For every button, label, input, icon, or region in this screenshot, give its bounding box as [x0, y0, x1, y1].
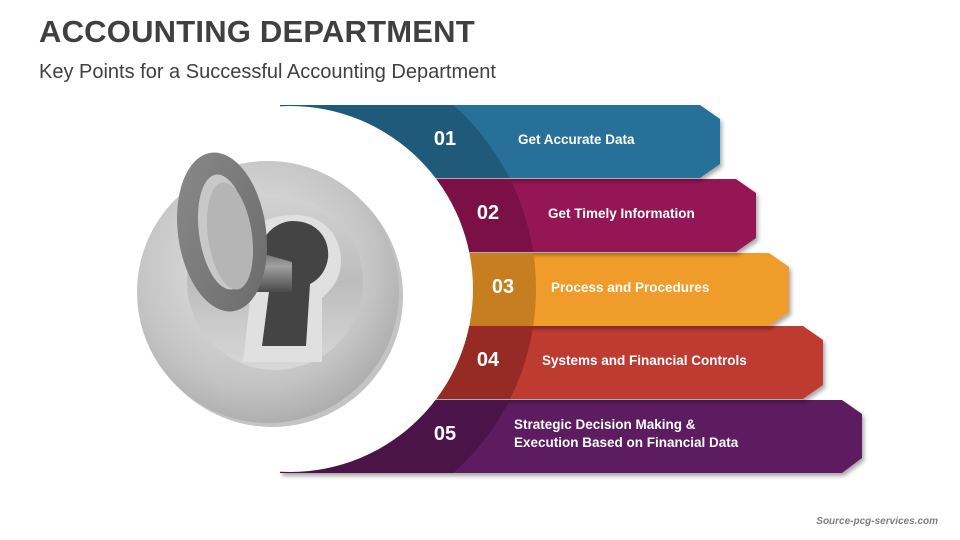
page-subtitle: Key Points for a Successful Accounting D… — [39, 61, 496, 83]
step-label-05-line1: Strategic Decision Making & — [514, 417, 696, 432]
step-number-05: 05 — [433, 423, 457, 445]
key-in-keyhole-icon — [137, 152, 403, 427]
step-label-03: Process and Procedures — [551, 280, 710, 295]
step-number-01: 01 — [433, 128, 457, 150]
step-number-04: 04 — [476, 349, 500, 371]
step-label-04: Systems and Financial Controls — [542, 353, 747, 368]
step-number-02: 02 — [476, 202, 500, 224]
step-label-05-line2: Execution Based on Financial Data — [514, 435, 739, 450]
source-credit: Source-pcg-services.com — [816, 516, 938, 527]
step-number-03: 03 — [491, 276, 515, 298]
page-title: ACCOUNTING DEPARTMENT — [39, 14, 475, 49]
step-label-05: Strategic Decision Making & Execution Ba… — [514, 416, 738, 452]
step-label-02: Get Timely Information — [548, 206, 695, 221]
step-label-01: Get Accurate Data — [518, 132, 635, 147]
